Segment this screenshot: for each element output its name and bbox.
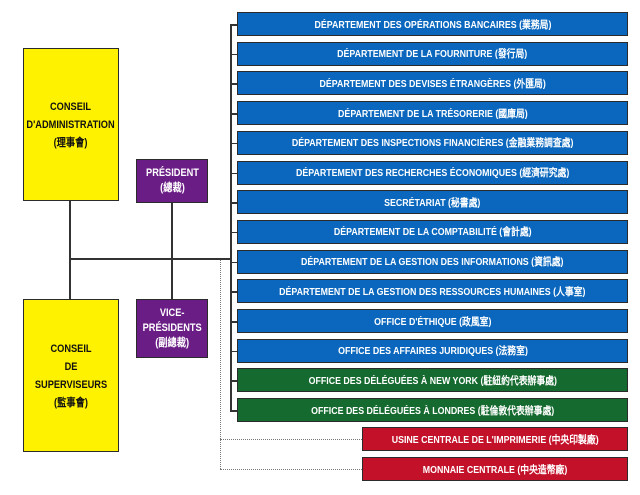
department-box: OFFICE DES AFFAIRES JURIDIQUES (法務室) xyxy=(237,338,628,363)
department-box: DÉPARTEMENT DES OPÉRATIONS BANCAIRES (業務… xyxy=(237,12,628,36)
board-directors-line1: CONSEIL xyxy=(50,100,92,113)
department-label: OFFICE DES DÉLÉGUÉES À NEW YORK (駐紐約代表辦事… xyxy=(308,374,557,387)
dotted-connector-printing xyxy=(220,439,362,440)
department-box: DÉPARTEMENT DE LA GESTION DES INFORMATIO… xyxy=(237,249,628,274)
department-box: OFFICE DES DÉLÉGUÉES À NEW YORK (駐紐約代表辦事… xyxy=(237,368,628,393)
department-label: DÉPARTEMENT DE LA FOURNITURE (發行局) xyxy=(337,48,528,61)
department-label: DÉPARTEMENT DE LA TRÉSORERIE (國庫局) xyxy=(337,107,528,120)
connector-tick xyxy=(230,53,238,56)
connector-tick xyxy=(230,410,238,412)
department-label: DÉPARTEMENT DES DEVISES ÉTRANGÈRES (外匯局) xyxy=(319,77,546,90)
dotted-connector-vertical xyxy=(220,260,221,469)
department-box: OFFICE DES DÉLÉGUÉES À LONDRES (駐倫敦代表辦事處… xyxy=(237,398,628,423)
connector-tick xyxy=(230,172,238,174)
connector-tick xyxy=(230,350,238,353)
board-supervisors-line4: (監事會) xyxy=(54,396,88,409)
affiliate-box: USINE CENTRALE DE L'IMPRIMERIE (中央印製廠) xyxy=(362,427,628,451)
department-box: DÉPARTEMENT DE LA GESTION DES RESSOURCES… xyxy=(237,279,628,304)
department-label: OFFICE DES AFFAIRES JURIDIQUES (法務室) xyxy=(337,345,528,358)
connector-tick xyxy=(230,321,238,323)
connector-tick xyxy=(230,291,238,293)
connector-main-horizontal xyxy=(70,258,231,260)
board-directors-line2: D'ADMINISTRATION xyxy=(26,118,116,131)
department-label: SECRÉTARIAT (秘書處) xyxy=(384,196,481,209)
connector-tick xyxy=(230,24,238,26)
department-label: OFFICE D'ÉTHIQUE (政風室) xyxy=(373,315,492,328)
connector-tick xyxy=(230,380,238,382)
vice-presidents-line3: (副總裁) xyxy=(155,337,189,349)
connector-tick xyxy=(230,83,238,85)
board-supervisors-line3: SUPERVISEURS xyxy=(34,378,108,391)
connector-president-vertical xyxy=(171,202,173,300)
department-box: DÉPARTEMENT DES DEVISES ÉTRANGÈRES (外匯局) xyxy=(237,71,628,96)
connector-tick xyxy=(230,261,238,264)
vice-presidents-line1: VICE- xyxy=(159,307,185,319)
department-label: DÉPARTEMENT DE LA COMPTABILITÉ (會計處) xyxy=(333,226,532,239)
connector-tick xyxy=(230,142,238,145)
connector-tick xyxy=(230,113,238,115)
affiliate-label: MONNAIE CENTRALE (中央造幣廠) xyxy=(422,463,568,476)
department-box: DÉPARTEMENT DES RECHERCHES ÉCONOMIQUES (… xyxy=(237,160,628,185)
connector-tick xyxy=(230,231,238,234)
vice-presidents-line2: PRÉSIDENTS xyxy=(142,322,202,334)
department-label: DÉPARTEMENT DES OPÉRATIONS BANCAIRES (業務… xyxy=(314,18,551,31)
board-supervisors-line2: DE xyxy=(64,360,78,373)
connector-board-vertical xyxy=(69,200,71,300)
department-box: DÉPARTEMENT DE LA TRÉSORERIE (國庫局) xyxy=(237,101,628,126)
dotted-connector-mint xyxy=(220,469,362,470)
department-box: DÉPARTEMENT DE LA FOURNITURE (發行局) xyxy=(237,41,628,66)
department-box: SECRÉTARIAT (秘書處) xyxy=(237,190,628,215)
vice-presidents-box: VICE- PRÉSIDENTS (副總裁) xyxy=(136,299,208,358)
department-label: DÉPARTEMENT DES RECHERCHES ÉCONOMIQUES (… xyxy=(295,167,570,179)
department-box: DÉPARTEMENT DES INSPECTIONS FINANCIÈRES … xyxy=(237,130,628,155)
department-box: OFFICE D'ÉTHIQUE (政風室) xyxy=(237,309,628,333)
department-label: DÉPARTEMENT DES INSPECTIONS FINANCIÈRES … xyxy=(291,137,574,150)
connector-trunk xyxy=(230,24,232,411)
president-line1: PRÉSIDENT xyxy=(145,167,199,179)
board-directors-line3: (理事會) xyxy=(54,136,88,149)
board-supervisors-line1: CONSEIL xyxy=(50,342,92,355)
department-box: DÉPARTEMENT DE LA COMPTABILITÉ (會計處) xyxy=(237,219,628,244)
president-box: PRÉSIDENT (總裁) xyxy=(136,159,208,203)
board-of-directors: CONSEIL D'ADMINISTRATION (理事會) xyxy=(23,48,119,201)
affiliate-label: USINE CENTRALE DE L'IMPRIMERIE (中央印製廠) xyxy=(391,433,599,446)
affiliate-box: MONNAIE CENTRALE (中央造幣廠) xyxy=(362,457,628,481)
board-of-supervisors: CONSEIL DE SUPERVISEURS (監事會) xyxy=(23,299,119,452)
department-label: OFFICE DES DÉLÉGUÉES À LONDRES (駐倫敦代表辦事處… xyxy=(310,404,555,417)
president-line2: (總裁) xyxy=(159,182,185,194)
department-label: DÉPARTEMENT DE LA GESTION DES INFORMATIO… xyxy=(301,256,564,269)
connector-tick xyxy=(230,202,238,204)
department-label: DÉPARTEMENT DE LA GESTION DES RESSOURCES… xyxy=(279,285,586,298)
